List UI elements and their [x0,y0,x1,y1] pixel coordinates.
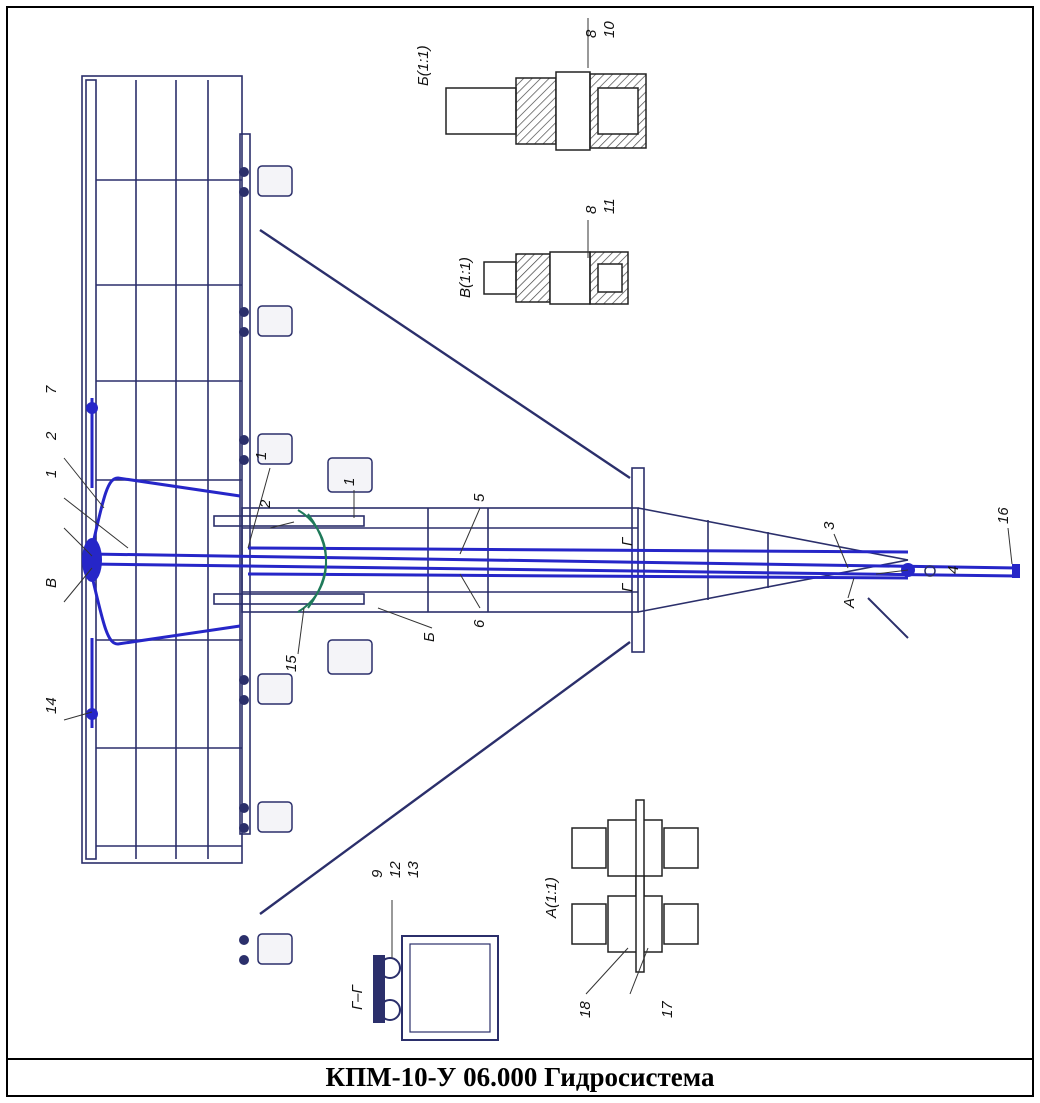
callout-7: 7 [43,385,60,394]
section-g-ref-3: 13 [405,861,422,878]
tie-rods [259,229,631,915]
callout-14: 14 [43,697,60,714]
view-v-ref-2: 11 [601,198,618,214]
view-b-label: Б(1:1) [415,45,432,86]
view-v-ref-1: 8 [583,205,600,214]
hydraulic-connector-v [82,402,102,720]
detail-view-v [483,251,629,305]
leader-lines [63,18,1013,995]
view-b-ref-2: 10 [601,21,618,38]
technical-drawing: Б(1:1) 8 10 В(1:1) 8 11 А(1:1) 18 17 Г–Г… [43,18,1020,1041]
drawing-sheet: Б(1:1) 8 10 В(1:1) 8 11 А(1:1) 18 17 Г–Г… [6,6,1034,1097]
callout-v: В [43,578,60,588]
view-a-ref-1: 18 [577,1001,594,1018]
drawing-area: Б(1:1) 8 10 В(1:1) 8 11 А(1:1) 18 17 Г–Г… [8,8,1032,1060]
section-g-ref-1: 9 [369,869,386,878]
callout-1c: 1 [341,478,358,486]
callout-b: Б [421,632,438,642]
drawing-title: КПМ-10-У 06.000 Гидросистема [325,1062,715,1092]
callout-16: 16 [995,507,1012,524]
view-a-label: А(1:1) [543,877,560,919]
detail-view-a [571,799,699,973]
callout-2a: 2 [43,431,60,441]
callout-g1: Г [619,536,636,546]
roller-units [257,165,373,965]
callout-g2: Г [619,582,636,592]
callout-5: 5 [471,493,488,502]
view-a-ref-2: 17 [659,1001,676,1018]
callout-6: 6 [471,619,488,628]
harrow-frame [81,75,251,864]
view-v-label: В(1:1) [457,257,474,298]
callout-2b: 2 [257,499,274,509]
callout-15: 15 [283,655,300,672]
callout-1a: 1 [43,470,60,478]
view-b-ref-1: 8 [583,29,600,38]
section-g-ref-2: 12 [387,861,404,878]
section-g-label: Г–Г [349,983,366,1010]
callout-1b: 1 [253,452,270,460]
callout-4: 4 [945,566,962,574]
hose-loops [297,509,328,613]
callout-a: А [841,598,858,609]
roller-hubs [239,167,249,965]
callout-labels: Б(1:1) 8 10 В(1:1) 8 11 А(1:1) 18 17 Г–Г… [43,21,1012,1018]
section-g-g [373,935,499,1041]
hydraulic-lines [89,398,1019,728]
central-frame [213,467,909,653]
callout-3: 3 [821,521,838,530]
detail-view-b [445,71,647,151]
